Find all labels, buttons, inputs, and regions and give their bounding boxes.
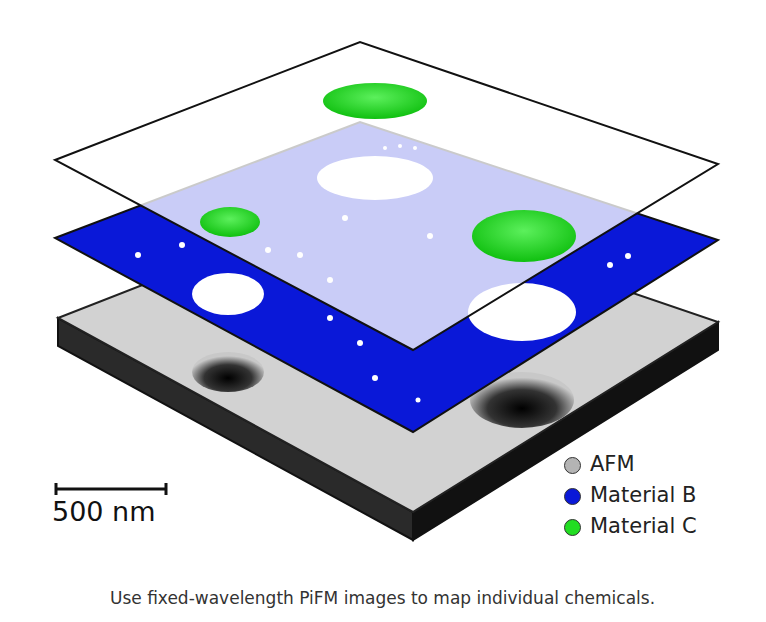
afm-pit xyxy=(192,352,264,392)
legend-swatch xyxy=(564,519,581,536)
legend-text: Material B xyxy=(590,483,696,507)
top-dots xyxy=(297,144,433,283)
legend-text: Material C xyxy=(590,514,697,538)
top-map xyxy=(55,42,718,350)
legend-text: AFM xyxy=(590,452,635,476)
legend-swatch xyxy=(564,488,581,505)
material-c-blob xyxy=(323,83,427,119)
scale-label: 500 nm xyxy=(52,496,156,527)
material-c-blob xyxy=(472,210,576,262)
top-pit xyxy=(317,156,433,200)
caption: Use fixed-wavelength PiFM images to map … xyxy=(110,588,655,608)
scale-bar xyxy=(56,483,166,495)
legend-swatch xyxy=(564,457,581,474)
material-c-blob xyxy=(200,207,260,237)
